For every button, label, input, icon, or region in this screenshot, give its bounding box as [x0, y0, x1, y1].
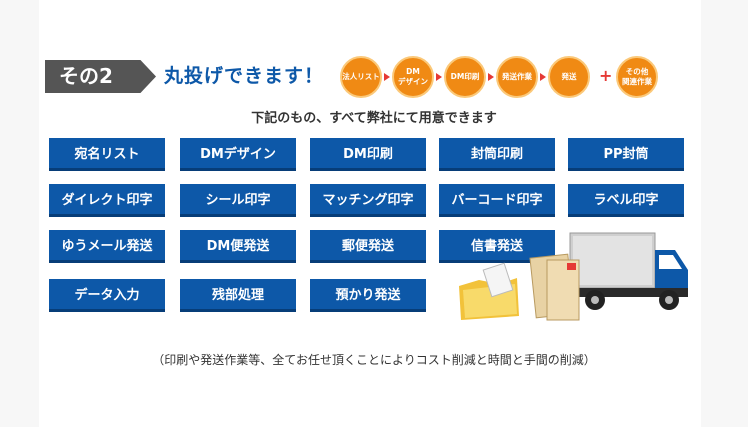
service-data-entry: データ入力: [49, 279, 165, 312]
service-address-list: 宛名リスト: [49, 138, 165, 171]
arrow-right-icon: [436, 73, 442, 81]
subtitle: 下記のもの、すべて弊社にて用意できます: [251, 111, 497, 126]
flow-step-list: 法人リスト: [340, 56, 382, 98]
service-custody-send: 預かり発送: [310, 279, 426, 312]
plus-icon: +: [599, 66, 613, 85]
service-envelope-print: 封筒印刷: [439, 138, 555, 171]
flow-step-work: 発送作業: [496, 56, 538, 98]
service-leftover: 残部処理: [180, 279, 296, 312]
flow-step-design: DM デザイン: [392, 56, 434, 98]
service-direct-print: ダイレクト印字: [49, 184, 165, 217]
arrow-right-icon: [488, 73, 494, 81]
service-dm-bin: DM便発送: [180, 230, 296, 263]
envelope-icon: [529, 253, 580, 321]
service-dm-design: DMデザイン: [180, 138, 296, 171]
flow-step-send: 発送: [548, 56, 590, 98]
flow-step-other: その他 関連作業: [616, 56, 658, 98]
note-text: （印刷や発送作業等、全てお任せ頂くことによりコスト削減と時間と手間の削減）: [152, 353, 596, 367]
service-postal: 郵便発送: [310, 230, 426, 263]
service-seal-print: シール印字: [180, 184, 296, 217]
arrow-right-icon: [384, 73, 390, 81]
step-label: その2: [45, 60, 156, 93]
service-dm-print: DM印刷: [310, 138, 426, 171]
folder-icon: [459, 262, 519, 320]
delivery-illustration: [459, 232, 688, 321]
service-label-print: ラベル印字: [568, 184, 684, 217]
arrow-right-icon: [540, 73, 546, 81]
service-pp-envelope: PP封筒: [568, 138, 684, 171]
flow-step-print: DM印刷: [444, 56, 486, 98]
service-barcode-print: バーコード印字: [439, 184, 555, 217]
service-matching-print: マッチング印字: [310, 184, 426, 217]
truck-icon: [567, 232, 688, 310]
headline: 丸投げできます！: [164, 65, 325, 87]
service-yu-mail: ゆうメール発送: [49, 230, 165, 263]
workflow-steps: 法人リスト DM デザイン DM印刷 発送作業 発送 + その他 関連作業: [340, 56, 688, 100]
